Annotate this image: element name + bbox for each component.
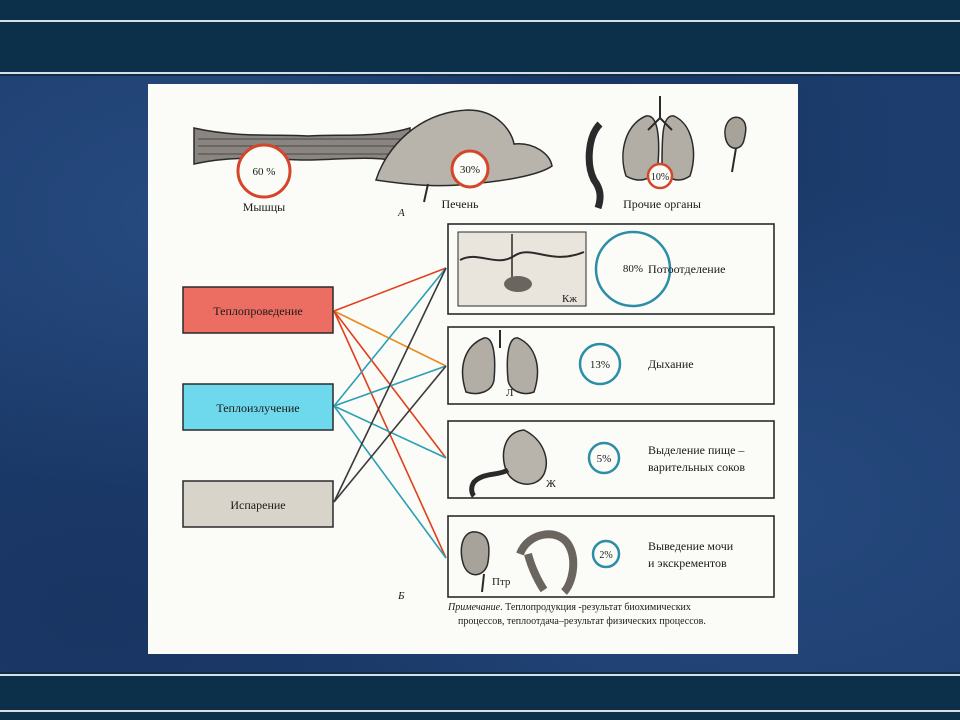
conduction-label: Теплопроведение [213,304,302,318]
trachea [647,96,673,131]
skin-illustration [457,231,587,307]
muscle-fibers [198,138,403,155]
note-text: Примечание. Теплопродукция -результат би… [447,602,691,613]
sweat-label: Потоотделение [648,262,725,276]
liver-illustration [375,109,553,187]
excrete-label-line1: Выведение мочи [648,539,734,553]
sweat-gland [504,276,532,292]
link-conduction-breath [333,310,447,367]
sweat-percent-ring [594,230,672,308]
heat-exchange-figure: 60 % Мышцы 30% Печень А 10% Прочие орган… [148,84,798,654]
digest-organ-letter: Ж [546,478,556,490]
digest-label-line2: варительных соков [648,460,745,474]
section-a-letter: А [397,207,405,219]
slide-bottom-rule [0,674,960,676]
small-ureter [481,573,485,593]
stomach-illustration [585,121,604,210]
liver-percent: 30% [460,164,480,176]
note-line2: процессов, теплоотдача–результат физичес… [458,616,706,627]
channel-digest: Ж 5% Выделение пище – варительных соков [447,420,775,499]
muscles-percent-ring [236,143,292,199]
liver-percent-ring [450,149,490,189]
muscles-label: Мышцы [243,200,285,214]
conduction-box: Теплопроведение [182,286,334,334]
breath-label: Дыхание [648,357,694,371]
digest-label-line1: Выделение пище – [648,443,745,457]
liver-label: Печень [442,197,479,211]
note-prefix: Примечание [447,602,501,613]
liver-duct [423,183,429,203]
slide-top-rule-lower [0,72,960,74]
sweat-percent: 80% [623,263,643,275]
kidney-illustration [724,116,747,149]
slide-top-rule [0,20,960,22]
breath-percent-ring [578,342,622,386]
skin-layer [459,251,585,262]
link-evaporation-sweat [333,267,447,503]
link-radiation-excrete [333,405,447,559]
digest-percent-ring [587,441,621,475]
duodenum [469,467,510,498]
excrete-label-line2: и экскрементов [648,556,727,570]
evaporation-box: Испарение [182,480,334,528]
link-radiation-sweat [333,267,447,407]
other-organs-group: 10% Прочие органы [585,96,747,211]
connection-lines [333,267,447,559]
liver-group: 30% Печень [375,109,553,211]
stomach-small-illustration [502,429,547,485]
slide-bottom-rule-lower [0,710,960,712]
link-evaporation-breath [333,365,447,503]
channel-excrete: Птр 2% Выведение мочи и экскрементов [447,515,775,598]
other-organs-label: Прочие органы [623,197,701,211]
radiation-box: Теплоизлучение [182,383,334,431]
excrete-percent-ring [591,539,621,569]
excrete-organ-letter: Птр [492,576,511,588]
slide-bottom-band [0,672,960,720]
channel-sweat: Кж 80% Потоотделение [447,223,775,315]
section-b-letter: Б [397,590,405,602]
digest-percent: 5% [597,453,612,465]
breath-percent: 13% [590,359,610,371]
excrete-percent: 2% [599,550,612,561]
breath-organ-letter: Л [506,387,514,399]
intestine-illustration [516,530,578,595]
sweat-organ-letter: Кж [562,293,577,305]
ureter [731,147,737,173]
slide-top-band [0,0,960,76]
other-percent: 10% [651,172,669,183]
other-percent-ring [646,162,674,190]
muscles-group: 60 % Мышцы [193,126,411,214]
diagram-canvas: 60 % Мышцы 30% Печень А 10% Прочие орган… [182,96,775,627]
radiation-label: Теплоизлучение [216,401,299,415]
note-line1: . Теплопродукция -результат биохимически… [500,602,691,613]
channel-breath: Л 13% Дыхание [447,326,775,405]
lungs-small-illustration [461,337,539,395]
link-conduction-sweat [333,267,447,312]
kidney-small-illustration [460,531,490,576]
muscles-percent: 60 % [253,166,276,178]
evaporation-label: Испарение [230,498,285,512]
link-radiation-digest [333,405,447,459]
